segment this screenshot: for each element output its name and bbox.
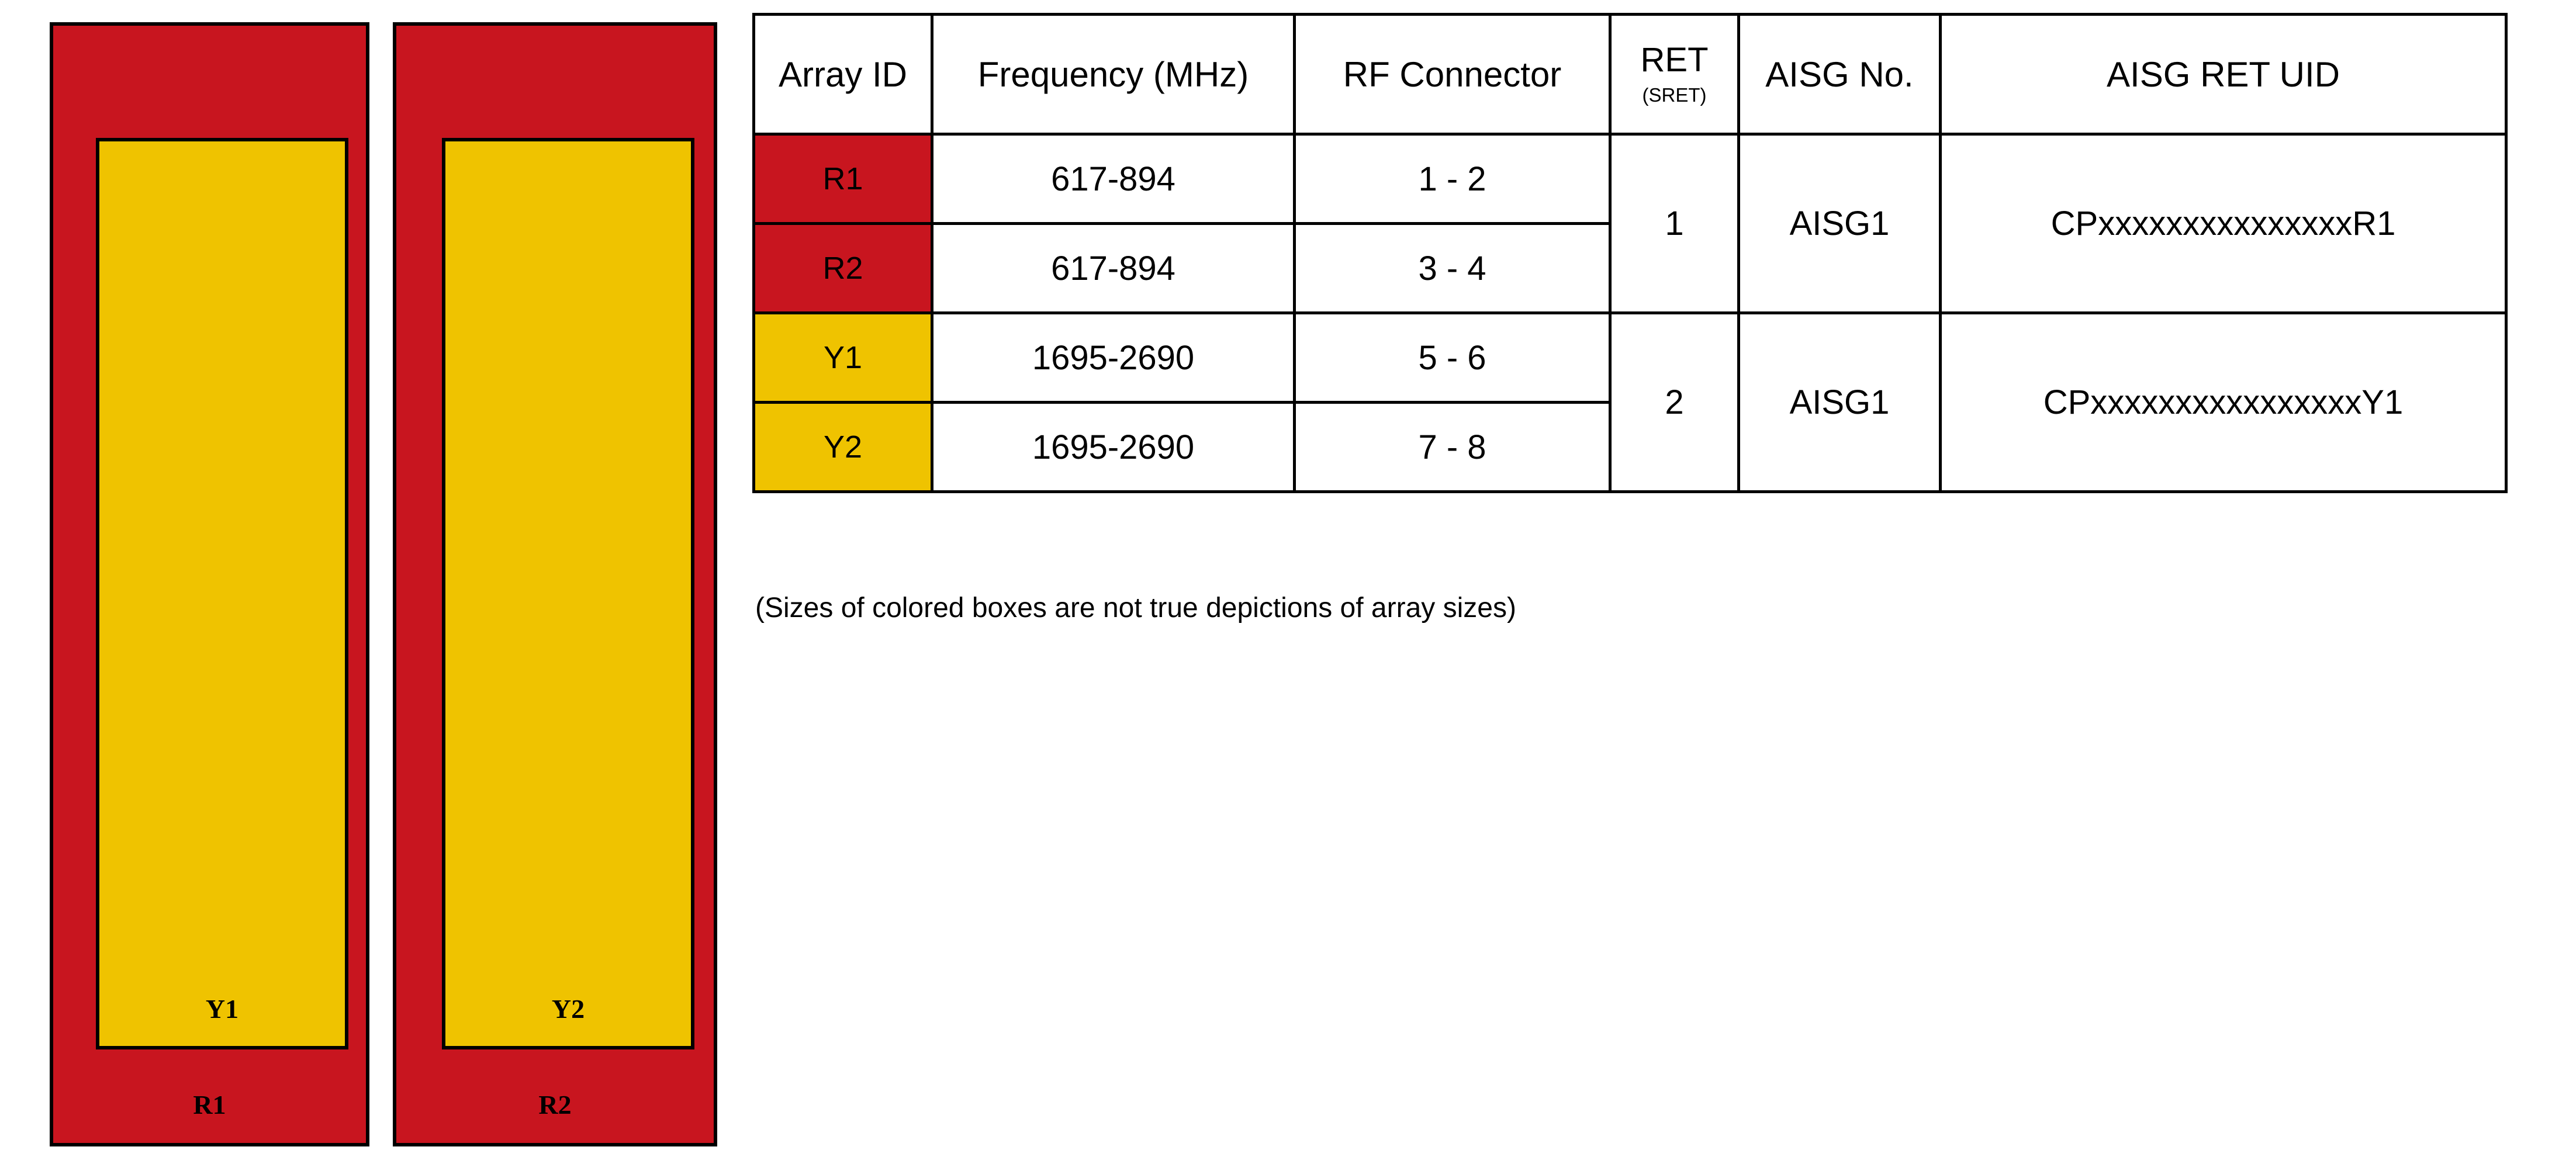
array-outer-label-r2: R2 [538,1090,572,1120]
cell-frequency-y1: 1695-2690 [931,311,1296,404]
table-row: Y1 1695-2690 5 - 6 2 AISG1 CPxxxxxxxxxxx… [752,311,2508,493]
header-ret-main: RET [1640,41,1709,79]
array-specification-table: Array ID Frequency (MHz) RF Connector RE… [752,13,2508,493]
cell-array-id-r2: R2 [752,222,933,314]
cell-aisg-no-group-1: AISG1 [1737,133,1942,314]
cell-ret-group-2: 2 [1609,311,1740,493]
cell-aisg-ret-uid-group-2: CPxxxxxxxxxxxxxxxxY1 [1939,311,2508,493]
cell-rf-connector-y1: 5 - 6 [1293,311,1612,404]
array-inner-box-y2: Y2 [442,138,694,1049]
table-row: R2 617-894 3 - 4 [752,222,2506,314]
header-rf-connector: RF Connector [1293,13,1612,136]
table-row: R1 617-894 1 - 2 1 AISG1 CPxxxxxxxxxxxxx… [752,133,2508,314]
header-aisg-ret-uid: AISG RET UID [1939,13,2508,136]
array-panel-r1: Y1 R1 [50,22,369,1146]
table-header-row: Array ID Frequency (MHz) RF Connector RE… [752,13,2508,136]
cell-rf-connector-r1: 1 - 2 [1293,133,1612,225]
cell-frequency-r1: 617-894 [931,133,1296,225]
cell-ret-group-1: 1 [1609,133,1740,314]
array-panel-r2: Y2 R2 [393,22,717,1146]
header-array-id: Array ID [752,13,933,136]
array-outer-label-r1: R1 [193,1090,226,1120]
cell-frequency-r2: 617-894 [931,222,1296,314]
header-frequency: Frequency (MHz) [931,13,1296,136]
array-diagram: Y1 R1 Y2 R2 [0,0,748,1164]
cell-aisg-ret-uid-group-1: CPxxxxxxxxxxxxxxxR1 [1939,133,2508,314]
cell-array-id-r1: R1 [752,133,933,225]
header-ret: RET (SRET) [1609,13,1740,136]
table-caption: (Sizes of colored boxes are not true dep… [755,593,1516,623]
header-ret-sub: (SRET) [1642,84,1707,106]
table-row: Y2 1695-2690 7 - 8 [752,401,2506,493]
cell-rf-connector-r2: 3 - 4 [1293,222,1612,314]
header-aisg-no: AISG No. [1737,13,1942,136]
array-inner-label-y1: Y1 [205,994,239,1024]
cell-rf-connector-y2: 7 - 8 [1293,401,1612,493]
cell-array-id-y1: Y1 [752,311,933,404]
array-inner-label-y2: Y2 [551,994,585,1024]
cell-frequency-y2: 1695-2690 [931,401,1296,493]
cell-aisg-no-group-2: AISG1 [1737,311,1942,493]
cell-array-id-y2: Y2 [752,401,933,493]
array-inner-box-y1: Y1 [96,138,348,1049]
